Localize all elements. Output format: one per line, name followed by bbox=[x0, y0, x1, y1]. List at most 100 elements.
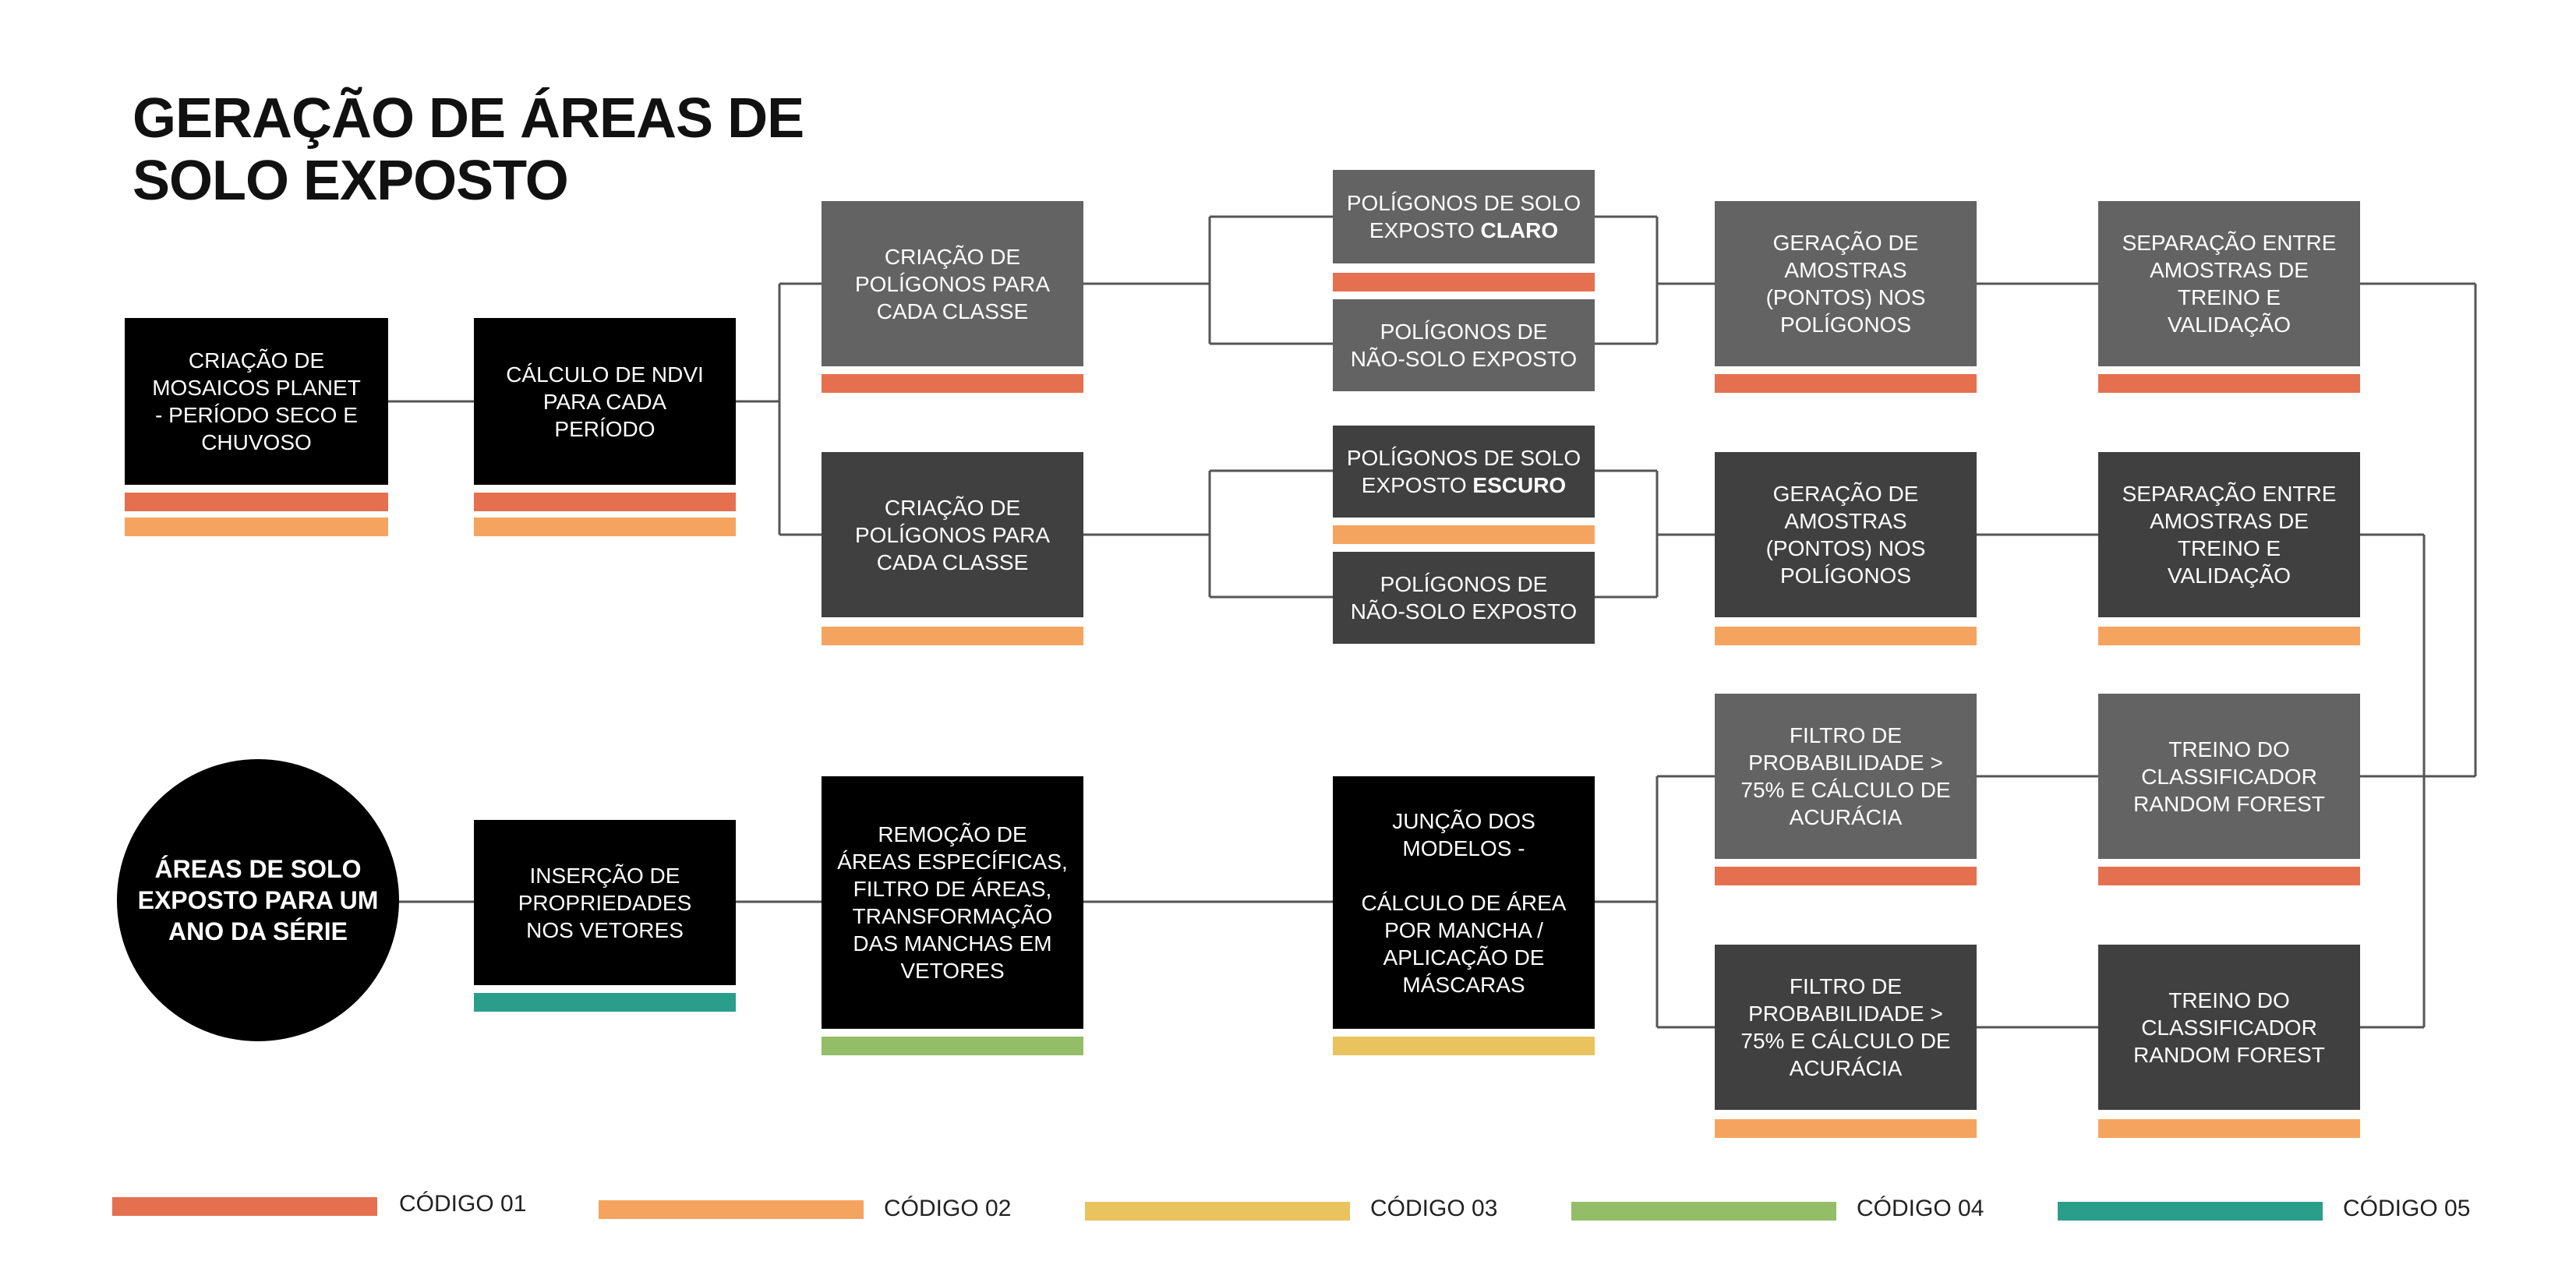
node-text: MOSAICOS PLANET bbox=[152, 376, 361, 400]
code-bar-codigo-02 bbox=[1715, 1119, 1977, 1138]
node-text: AMOSTRAS bbox=[1784, 258, 1907, 282]
node-filtro-probabilidade-1: FILTRO DE PROBABILIDADE > 75% E CÁLCULO … bbox=[1715, 694, 1977, 859]
legend-label-codigo-05: CÓDIGO 05 bbox=[2343, 1196, 2471, 1221]
legend-swatch-codigo-04 bbox=[1571, 1202, 1836, 1221]
node-text: JUNÇÃO DOS bbox=[1392, 808, 1535, 833]
node-poligonos-nao-solo-2: POLÍGONOS DE NÃO-SOLO EXPOSTO bbox=[1333, 552, 1595, 644]
node-calculo-ndvi: CÁLCULO DE NDVI PARA CADA PERÍODO bbox=[474, 318, 736, 485]
node-text: (PONTOS) NOS bbox=[1765, 536, 1926, 560]
node-text: (PONTOS) NOS bbox=[1765, 285, 1926, 309]
code-bar-codigo-01 bbox=[1715, 374, 1977, 393]
node-text: POLÍGONOS PARA bbox=[855, 271, 1050, 296]
node-text: FILTRO DE bbox=[1789, 723, 1903, 747]
code-bar-codigo-01 bbox=[2098, 867, 2360, 885]
code-bar-codigo-02 bbox=[822, 627, 1083, 645]
node-text: CRIAÇÃO DE bbox=[188, 348, 325, 373]
node-text: CRIAÇÃO DE bbox=[884, 244, 1021, 269]
legend-swatch-codigo-02 bbox=[599, 1200, 864, 1219]
node-text: DAS MANCHAS EM bbox=[853, 931, 1052, 956]
node-text: EXPOSTO PARA UM bbox=[137, 886, 379, 914]
node-text: - PERÍODO SECO E bbox=[155, 403, 358, 427]
node-text: SEPARAÇÃO ENTRE bbox=[2122, 231, 2337, 255]
node-text: ANO DA SÉRIE bbox=[168, 917, 348, 945]
node-text: TREINO DO bbox=[2168, 737, 2290, 761]
node-text: PARA CADA bbox=[542, 389, 667, 414]
node-juncao-modelos: JUNÇÃO DOS MODELOS - CÁLCULO DE ÁREA POR… bbox=[1333, 776, 1595, 1029]
node-text: FILTRO DE ÁREAS, bbox=[853, 877, 1052, 901]
node-text: RANDOM FOREST bbox=[2133, 791, 2325, 816]
node-poligonos-solo-claro: POLÍGONOS DE SOLO EXPOSTO CLARO bbox=[1333, 170, 1595, 263]
code-bar-codigo-01 bbox=[1715, 867, 1977, 885]
legend-swatch-codigo-05 bbox=[2058, 1202, 2323, 1221]
node-text: GERAÇÃO DE bbox=[1772, 231, 1919, 255]
code-bar-codigo-02 bbox=[125, 518, 388, 536]
legend-label-codigo-01: CÓDIGO 01 bbox=[399, 1191, 527, 1217]
legend-label-codigo-03: CÓDIGO 03 bbox=[1370, 1196, 1498, 1221]
node-text: INSERÇÃO DE bbox=[529, 863, 680, 888]
result-circle: ÁREAS DE SOLO EXPOSTO PARA UM ANO DA SÉR… bbox=[117, 759, 399, 1041]
code-bar-codigo-02 bbox=[2098, 1119, 2360, 1138]
node-text: NOS VETORES bbox=[526, 917, 684, 942]
node-text-part: EXPOSTO bbox=[1361, 473, 1473, 497]
node-text: ACURÁCIA bbox=[1789, 805, 1903, 829]
node-geracao-amostras-2: GERAÇÃO DE AMOSTRAS (PONTOS) NOS POLÍGON… bbox=[1715, 452, 1977, 617]
title-line-2: SOLO EXPOSTO bbox=[133, 150, 569, 212]
node-text: AMOSTRAS DE bbox=[2150, 258, 2309, 282]
node-text-bold: ESCURO bbox=[1472, 473, 1567, 497]
title-line-1: GERAÇÃO DE ÁREAS DE bbox=[133, 87, 804, 150]
node-criacao-poligonos-1: CRIAÇÃO DE POLÍGONOS PARA CADA CLASSE bbox=[822, 201, 1083, 366]
node-text: SEPARAÇÃO ENTRE bbox=[2122, 482, 2337, 506]
node-text: POLÍGONOS DE bbox=[1380, 572, 1548, 596]
node-text: POLÍGONOS DE SOLO bbox=[1346, 191, 1581, 215]
code-bar-codigo-01 bbox=[1333, 273, 1595, 291]
node-text: ÁREAS ESPECÍFICAS, bbox=[837, 850, 1068, 874]
node-text: APLICAÇÃO DE bbox=[1383, 945, 1545, 970]
node-text: PROBABILIDADE > bbox=[1748, 751, 1943, 775]
code-bar-codigo-01 bbox=[2098, 374, 2360, 393]
node-text: GERAÇÃO DE bbox=[1772, 482, 1919, 506]
node-text: TRANSFORMAÇÃO bbox=[852, 904, 1053, 928]
code-bar-codigo-01 bbox=[474, 493, 736, 511]
node-treino-classificador-1: TREINO DO CLASSIFICADOR RANDOM FOREST bbox=[2098, 694, 2360, 859]
node-text: MÁSCARAS bbox=[1402, 972, 1525, 997]
node-text: VALIDAÇÃO bbox=[2167, 564, 2292, 588]
legend-label-codigo-04: CÓDIGO 04 bbox=[1857, 1196, 1984, 1221]
node-text-part: EXPOSTO bbox=[1369, 218, 1481, 242]
node-text: CLASSIFICADOR bbox=[2141, 764, 2317, 789]
node-filtro-probabilidade-2: FILTRO DE PROBABILIDADE > 75% E CÁLCULO … bbox=[1715, 945, 1977, 1110]
node-text: POLÍGONOS PARA bbox=[855, 522, 1050, 547]
node-treino-classificador-2: TREINO DO CLASSIFICADOR RANDOM FOREST bbox=[2098, 945, 2360, 1110]
code-bar-codigo-05 bbox=[474, 993, 736, 1012]
node-poligonos-nao-solo-1: POLÍGONOS DE NÃO-SOLO EXPOSTO bbox=[1333, 299, 1595, 391]
node-text: FILTRO DE bbox=[1789, 974, 1903, 998]
code-bar-codigo-02 bbox=[474, 518, 736, 536]
node-text: CÁLCULO DE ÁREA bbox=[1361, 890, 1567, 915]
node-text-bold: CLARO bbox=[1480, 218, 1559, 242]
node-text: POLÍGONOS bbox=[1779, 313, 1912, 337]
node-text: 75% E CÁLCULO DE bbox=[1740, 778, 1951, 802]
node-text: NÃO-SOLO EXPOSTO bbox=[1350, 599, 1578, 624]
node-text: POR MANCHA / bbox=[1384, 917, 1543, 942]
node-geracao-amostras-1: GERAÇÃO DE AMOSTRAS (PONTOS) NOS POLÍGON… bbox=[1715, 201, 1977, 366]
node-text: POLÍGONOS DE bbox=[1380, 320, 1548, 344]
node-text: CÁLCULO DE NDVI bbox=[506, 362, 704, 387]
node-text: MODELOS - bbox=[1402, 836, 1525, 860]
node-text: RANDOM FOREST bbox=[2133, 1042, 2325, 1067]
node-text: AMOSTRAS bbox=[1784, 509, 1907, 533]
node-poligonos-solo-escuro: POLÍGONOS DE SOLO EXPOSTO ESCURO bbox=[1333, 426, 1595, 518]
node-separacao-amostras-1: SEPARAÇÃO ENTRE AMOSTRAS DE TREINO E VAL… bbox=[2098, 201, 2360, 366]
node-text: CLASSIFICADOR bbox=[2141, 1015, 2317, 1040]
node-text: CRIAÇÃO DE bbox=[884, 495, 1021, 520]
node-text: EXPOSTO CLARO bbox=[1369, 217, 1558, 244]
code-bar-codigo-02 bbox=[1715, 627, 1977, 645]
node-text: ACURÁCIA bbox=[1789, 1056, 1903, 1080]
code-bar-codigo-02 bbox=[1333, 525, 1595, 544]
node-text: ÁREAS DE SOLO bbox=[154, 855, 362, 883]
node-text: CADA CLASSE bbox=[876, 549, 1029, 574]
node-text: PROBABILIDADE > bbox=[1748, 1002, 1943, 1026]
code-bar-codigo-01 bbox=[125, 493, 388, 511]
code-bar-codigo-03 bbox=[1333, 1037, 1595, 1055]
node-text: TREINO E bbox=[2177, 536, 2281, 560]
node-text: TREINO E bbox=[2177, 285, 2281, 309]
legend-swatch-codigo-03 bbox=[1085, 1202, 1350, 1221]
